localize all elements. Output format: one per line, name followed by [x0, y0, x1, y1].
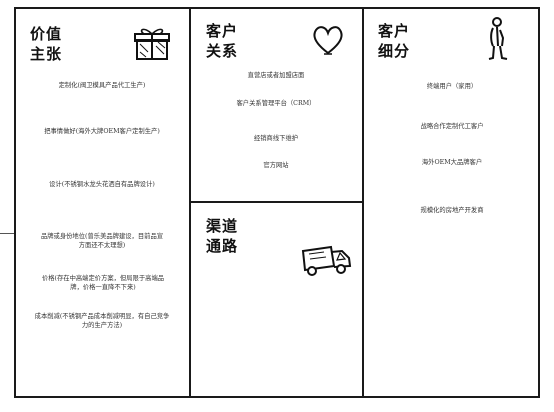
- gift-icon: [134, 28, 170, 60]
- value-item: 定制化(阀卫模具产品代工生产): [58, 82, 146, 89]
- left-border: [14, 7, 16, 398]
- relations-item: 经销商线下维护: [253, 135, 299, 142]
- value-item: 价格(存在中高端定价方案，但局限于高端品牌，价格一直降不下来): [41, 275, 165, 291]
- relations-item: 直营店或者加盟店面: [247, 72, 305, 79]
- left-edge-stub: [0, 233, 14, 234]
- relations-title: 客户 关系: [206, 22, 239, 60]
- bottom-border: [14, 396, 540, 398]
- divider-middle-horizontal: [189, 201, 364, 203]
- segments-item: 规模化的房地产开发商: [420, 207, 484, 214]
- segments-item: 海外OEM大品牌客户: [421, 159, 483, 166]
- segments-item: 终端用户（家用）: [426, 83, 478, 90]
- value-item: 品牌或身份地位(曾乐美品牌建设，目前品宣方面还不太理想): [40, 233, 164, 249]
- value-title: 价值 主张: [30, 25, 63, 63]
- relations-item: 官方网站: [263, 162, 289, 169]
- segments-title: 客户 细分: [378, 22, 411, 60]
- top-border: [14, 7, 540, 9]
- person-icon: [488, 17, 508, 60]
- truck-icon: [301, 245, 352, 276]
- value-item: 成本削减(不锈钢产品成本削减明显，有自己竞争力的生产方法): [34, 313, 170, 329]
- right-border: [538, 7, 540, 398]
- relations-item: 客户关系管理平台（CRM）: [236, 100, 316, 107]
- value-item: 把事情做好(海外大牌OEM客户定制生产): [44, 128, 160, 135]
- channels-title: 渠道 通路: [206, 217, 239, 255]
- value-item: 设计(不锈钢水龙头花洒自有品牌设计): [49, 181, 155, 188]
- segments-item: 战略合作定制代工客户: [420, 123, 484, 130]
- heart-icon: [313, 26, 343, 55]
